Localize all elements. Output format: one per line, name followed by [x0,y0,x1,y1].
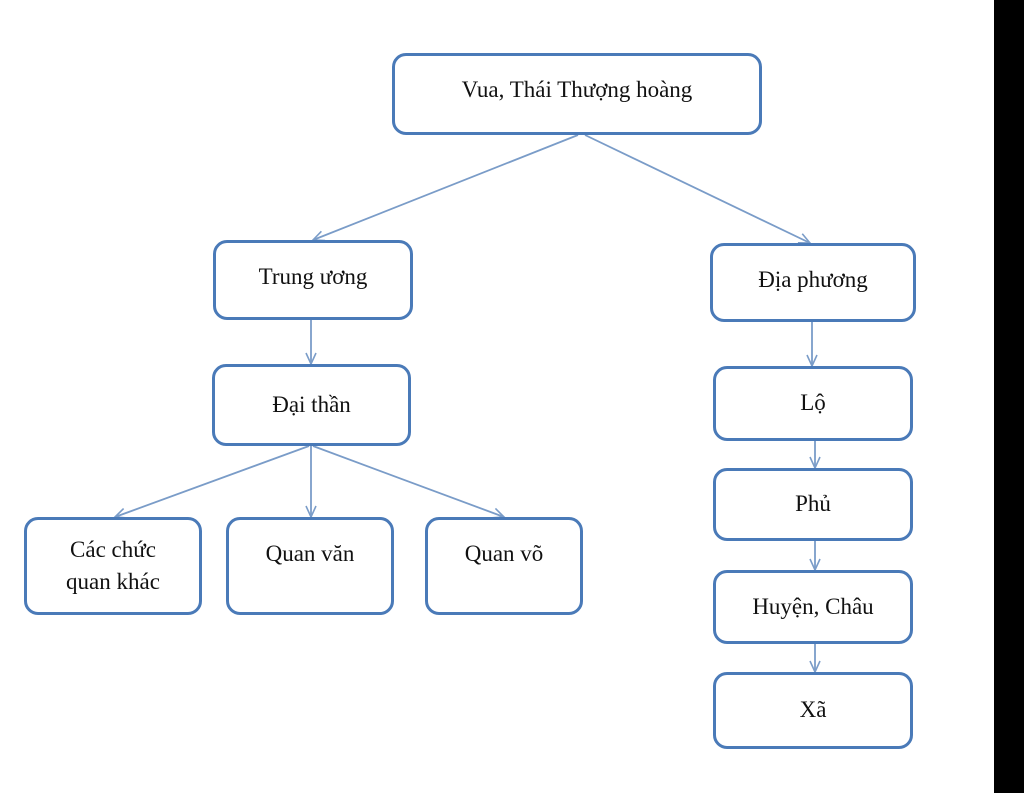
edge-root-to-central [311,134,579,242]
right-edge-bar [994,0,1024,793]
edge-grand-officials-to-other-posts [113,445,310,519]
node-other-posts: Các chức quan khác [24,517,202,615]
node-huyen-chau-label: Huyện, Châu [752,593,874,619]
node-xa: Xã [713,672,913,749]
node-xa-label: Xã [799,697,827,723]
node-phu: Phủ [713,468,913,541]
node-grand-officials: Đại thần [212,364,411,446]
node-central-label: Trung ương [258,264,368,289]
node-phu-label: Phủ [795,491,831,517]
node-root: Vua, Thái Thượng hoàng [392,53,762,135]
edge-grand-officials-to-military [312,445,506,519]
node-grand-officials-label: Đại thần [272,391,351,417]
node-huyen-chau: Huyện, Châu [713,570,913,644]
node-lo-label: Lộ [800,390,826,416]
node-civil-officials-label: Quan văn [265,541,355,566]
node-military-officials: Quan võ [425,517,583,615]
node-civil-officials: Quan văn [226,517,394,615]
node-local-label: Địa phương [758,267,868,292]
node-central: Trung ương [213,240,413,320]
node-military-officials-label: Quan võ [464,541,544,566]
node-lo: Lộ [713,366,913,441]
edge-root-to-local [584,134,812,244]
node-local: Địa phương [710,243,916,322]
node-other-posts-label-line1: Các chức [70,536,156,562]
node-other-posts-label-line2: quan khác [66,569,160,594]
node-root-label: Vua, Thái Thượng hoàng [461,77,693,102]
